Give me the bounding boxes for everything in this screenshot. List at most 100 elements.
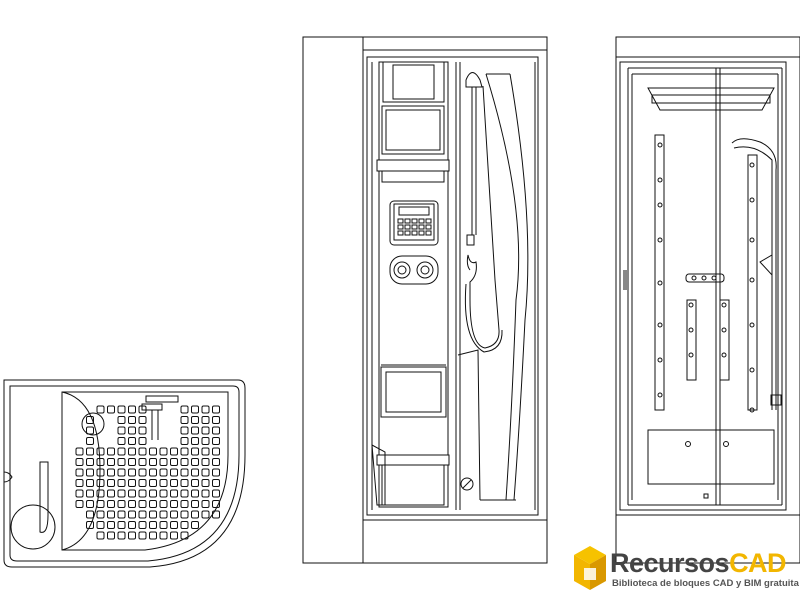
antislip-tile [202, 469, 209, 476]
jet-nozzle [702, 276, 706, 280]
control-key [398, 225, 403, 229]
antislip-tile [160, 459, 167, 466]
antislip-tile [129, 480, 136, 487]
antislip-tile [192, 427, 199, 434]
antislip-tile [97, 532, 104, 539]
antislip-tile [192, 511, 199, 518]
antislip-tile [87, 469, 94, 476]
tray-antislip-pattern [76, 406, 220, 539]
control-key [405, 225, 410, 229]
antislip-tile [139, 427, 146, 434]
control-key [426, 231, 431, 235]
antislip-tile [181, 448, 188, 455]
antislip-tile [118, 511, 125, 518]
antislip-tile [76, 490, 83, 497]
jet-nozzle [722, 328, 726, 332]
antislip-tile [108, 406, 115, 413]
jet-nozzle [689, 328, 693, 332]
antislip-tile [150, 490, 157, 497]
antislip-tile [150, 469, 157, 476]
antislip-tile [213, 511, 220, 518]
brand-tagline: Biblioteca de bloques CAD y BIM gratuita [612, 578, 799, 589]
antislip-tile [213, 448, 220, 455]
antislip-tile [129, 522, 136, 529]
antislip-tile [160, 532, 167, 539]
antislip-tile [129, 532, 136, 539]
antislip-tile [87, 427, 94, 434]
jet-nozzle [750, 198, 754, 202]
antislip-tile [108, 469, 115, 476]
antislip-tile [213, 438, 220, 445]
antislip-tile [139, 532, 146, 539]
antislip-tile [129, 511, 136, 518]
control-key [419, 225, 424, 229]
antislip-tile [139, 522, 146, 529]
antislip-tile [181, 480, 188, 487]
antislip-tile [181, 459, 188, 466]
antislip-tile [97, 522, 104, 529]
antislip-tile [150, 480, 157, 487]
antislip-tile [181, 511, 188, 518]
brand-name-accent: CAD [729, 548, 787, 578]
antislip-tile [108, 448, 115, 455]
antislip-tile [139, 406, 146, 413]
antislip-tile [108, 532, 115, 539]
antislip-tile [129, 427, 136, 434]
antislip-tile [192, 480, 199, 487]
jet-nozzle [658, 203, 662, 207]
jet-nozzle [722, 353, 726, 357]
jet-nozzle [658, 143, 662, 147]
antislip-tile [129, 469, 136, 476]
antislip-tile [129, 501, 136, 508]
antislip-tile [181, 417, 188, 424]
antislip-tile [76, 501, 83, 508]
antislip-tile [202, 459, 209, 466]
control-key [398, 231, 403, 235]
antislip-tile [118, 459, 125, 466]
control-panel-icon [390, 201, 438, 245]
antislip-tile [181, 438, 188, 445]
antislip-tile [97, 501, 104, 508]
cube-logo-icon [574, 546, 606, 590]
antislip-tile [181, 501, 188, 508]
antislip-tile [213, 501, 220, 508]
antislip-tile [202, 417, 209, 424]
antislip-tile [97, 511, 104, 518]
antislip-tile [192, 448, 199, 455]
antislip-tile [181, 406, 188, 413]
brand-name-plain: Recursos [610, 548, 730, 578]
antislip-tile [150, 511, 157, 518]
antislip-tile [202, 406, 209, 413]
shower-front-elevation [616, 37, 800, 563]
antislip-tile [87, 417, 94, 424]
control-key [426, 225, 431, 229]
antislip-tile [213, 427, 220, 434]
antislip-tile [118, 480, 125, 487]
antislip-tile [139, 511, 146, 518]
antislip-tile [97, 448, 104, 455]
antislip-tile [87, 522, 94, 529]
antislip-tile [139, 417, 146, 424]
antislip-tile [87, 501, 94, 508]
antislip-tile [181, 532, 188, 539]
antislip-tile [139, 438, 146, 445]
control-key [405, 219, 410, 223]
antislip-tile [202, 480, 209, 487]
antislip-tile [108, 511, 115, 518]
antislip-tile [76, 448, 83, 455]
antislip-tile [97, 406, 104, 413]
antislip-tile [139, 501, 146, 508]
antislip-tile [118, 490, 125, 497]
antislip-tile [171, 501, 178, 508]
antislip-tile [160, 480, 167, 487]
shower-plan-view [4, 380, 245, 567]
antislip-tile [171, 469, 178, 476]
antislip-tile [171, 522, 178, 529]
antislip-tile [160, 490, 167, 497]
control-key [419, 219, 424, 223]
jet-nozzle [658, 393, 662, 397]
antislip-tile [192, 406, 199, 413]
antislip-tile [192, 501, 199, 508]
antislip-tile [129, 417, 136, 424]
